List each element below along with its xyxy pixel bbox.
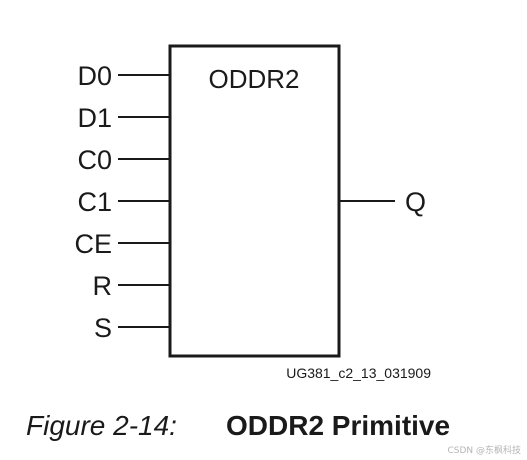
caption-prefix: Figure 2-14: [26, 410, 177, 441]
oddr2-block [168, 44, 341, 358]
caption-title: ODDR2 Primitive [226, 410, 451, 441]
pin-c1-label: C1 [77, 187, 112, 217]
pin-d0-label: D0 [77, 61, 112, 91]
block-title: ODDR2 [208, 64, 299, 94]
watermark: CSDN @东枫科技 [447, 446, 521, 456]
pin-d1-label: D1 [77, 103, 112, 133]
pin-r-label: R [93, 271, 113, 301]
figure-id: UG381_c2_13_031909 [286, 365, 431, 381]
pin-ce-label: CE [74, 229, 112, 259]
output-pins: Q [339, 187, 426, 217]
pin-q-label: Q [405, 187, 426, 217]
pin-c0-label: C0 [77, 145, 112, 175]
pin-s-label: S [94, 313, 112, 343]
